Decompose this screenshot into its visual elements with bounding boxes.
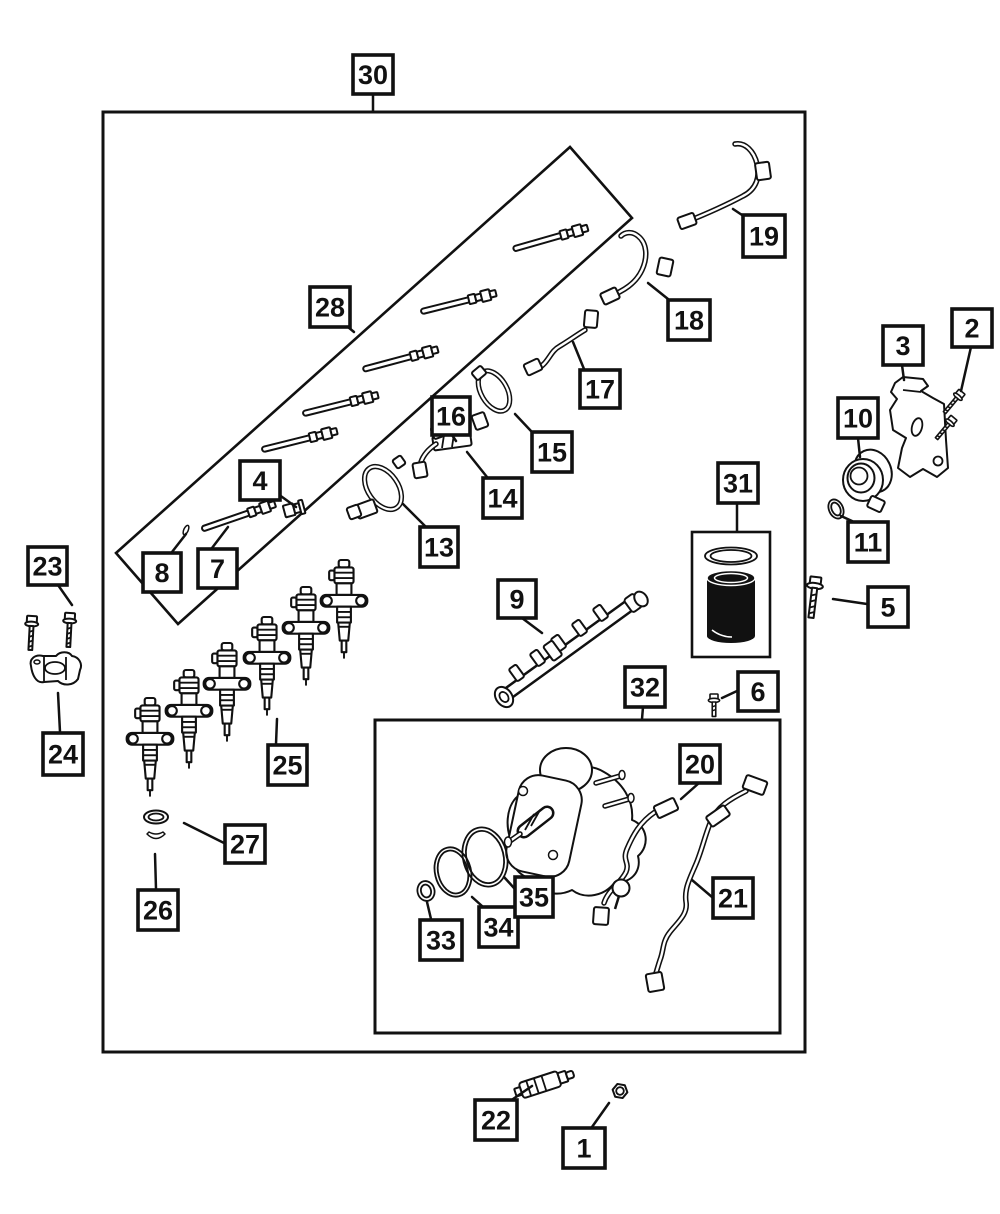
callout-10: 10 (836, 396, 880, 459)
fuel-filter-cartridge (704, 546, 758, 643)
callout-13: 13 (401, 502, 460, 569)
svg-text:7: 7 (210, 554, 225, 584)
callout-35: 35 (502, 875, 555, 919)
svg-text:2: 2 (964, 314, 979, 344)
nut-1 (611, 1082, 629, 1100)
svg-text:17: 17 (585, 375, 615, 405)
svg-text:34: 34 (483, 913, 513, 943)
tube-kit-outline-28 (114, 145, 634, 626)
svg-text:32: 32 (630, 673, 660, 703)
assembly-outline-30 (101, 110, 807, 1054)
fuel-line-18 (599, 229, 675, 306)
svg-text:33: 33 (426, 926, 456, 956)
callout-21: 21 (690, 876, 755, 920)
callout-9: 9 (496, 578, 544, 635)
svg-text:6: 6 (750, 677, 765, 707)
callout-1: 1 (561, 1101, 611, 1170)
fuel-line-13 (345, 454, 407, 521)
bolt-5 (805, 575, 824, 620)
callout-7: 7 (196, 525, 239, 590)
pump-supply-line-21 (644, 774, 769, 993)
callout-4: 4 (238, 459, 298, 509)
svg-text:24: 24 (48, 740, 78, 770)
callout-24: 24 (41, 691, 85, 777)
callout-22: 22 (473, 1084, 534, 1142)
svg-text:18: 18 (674, 306, 704, 336)
callout-16: 16 (430, 395, 472, 443)
svg-text:11: 11 (854, 528, 883, 558)
connector-tube-single (199, 497, 278, 536)
injector-row (125, 558, 369, 798)
tube-fitting-nut-4 (282, 498, 307, 519)
callout-28: 28 (308, 285, 356, 334)
callout-20: 20 (678, 743, 722, 801)
tube-seal-8 (182, 524, 190, 536)
callout-2: 2 (950, 307, 994, 393)
bolt-6 (707, 693, 721, 718)
callout-18: 18 (646, 281, 712, 342)
callout-27: 27 (182, 821, 267, 865)
svg-text:10: 10 (843, 404, 873, 434)
svg-text:19: 19 (749, 222, 779, 252)
svg-text:21: 21 (718, 884, 748, 914)
fuel-line-17 (522, 309, 600, 377)
svg-text:13: 13 (424, 533, 454, 563)
support-bracket (889, 376, 949, 478)
svg-text:3: 3 (895, 331, 910, 361)
svg-text:23: 23 (32, 552, 62, 582)
svg-text:20: 20 (685, 750, 715, 780)
svg-text:28: 28 (315, 293, 345, 323)
pump-o-ring-large (461, 826, 509, 888)
callout-30: 30 (351, 53, 395, 113)
pump-kit-outline-32 (373, 718, 782, 1035)
injector-seal-washer (143, 809, 169, 840)
svg-text:8: 8 (154, 558, 169, 588)
callout-32: 32 (623, 665, 667, 721)
connector-tube-set (259, 221, 591, 457)
pump-o-ring-small (433, 846, 473, 898)
svg-text:35: 35 (519, 883, 549, 913)
pump-seal-ring (416, 880, 436, 902)
callout-8: 8 (141, 532, 188, 594)
fuel-rail (493, 590, 649, 709)
svg-text:15: 15 (537, 438, 567, 468)
injector-clamp-group (22, 611, 82, 686)
svg-text:26: 26 (143, 896, 173, 926)
svg-text:22: 22 (481, 1106, 511, 1136)
svg-text:30: 30 (358, 60, 388, 90)
svg-text:25: 25 (272, 751, 302, 781)
callout-19: 19 (731, 207, 787, 259)
callout-33: 33 (418, 900, 464, 962)
svg-text:9: 9 (509, 585, 524, 615)
callout-26: 26 (136, 852, 180, 932)
pump-supply-line-20 (592, 797, 680, 926)
actuator (842, 448, 893, 513)
svg-text:31: 31 (723, 469, 753, 499)
callout-14: 14 (465, 450, 524, 520)
svg-text:4: 4 (252, 466, 267, 496)
callout-11: 11 (839, 514, 890, 564)
callout-15: 15 (513, 412, 574, 474)
actuator-o-ring (827, 498, 845, 520)
callout-31: 31 (716, 461, 760, 533)
callout-25: 25 (266, 717, 309, 787)
callout-17: 17 (571, 340, 622, 410)
fuel-line-15 (470, 365, 513, 431)
callout-23: 23 (26, 545, 74, 607)
svg-text:5: 5 (880, 593, 895, 623)
svg-text:16: 16 (436, 402, 466, 432)
fitting-22 (513, 1069, 575, 1099)
callout-5: 5 (831, 585, 910, 629)
svg-text:14: 14 (487, 484, 517, 514)
callout-6: 6 (720, 670, 780, 713)
svg-text:27: 27 (230, 830, 260, 860)
filter-outline-31 (690, 530, 772, 659)
svg-text:1: 1 (576, 1134, 591, 1164)
callout-34: 34 (470, 895, 520, 949)
fuel-line-19 (676, 141, 772, 230)
callout-3: 3 (881, 324, 925, 382)
